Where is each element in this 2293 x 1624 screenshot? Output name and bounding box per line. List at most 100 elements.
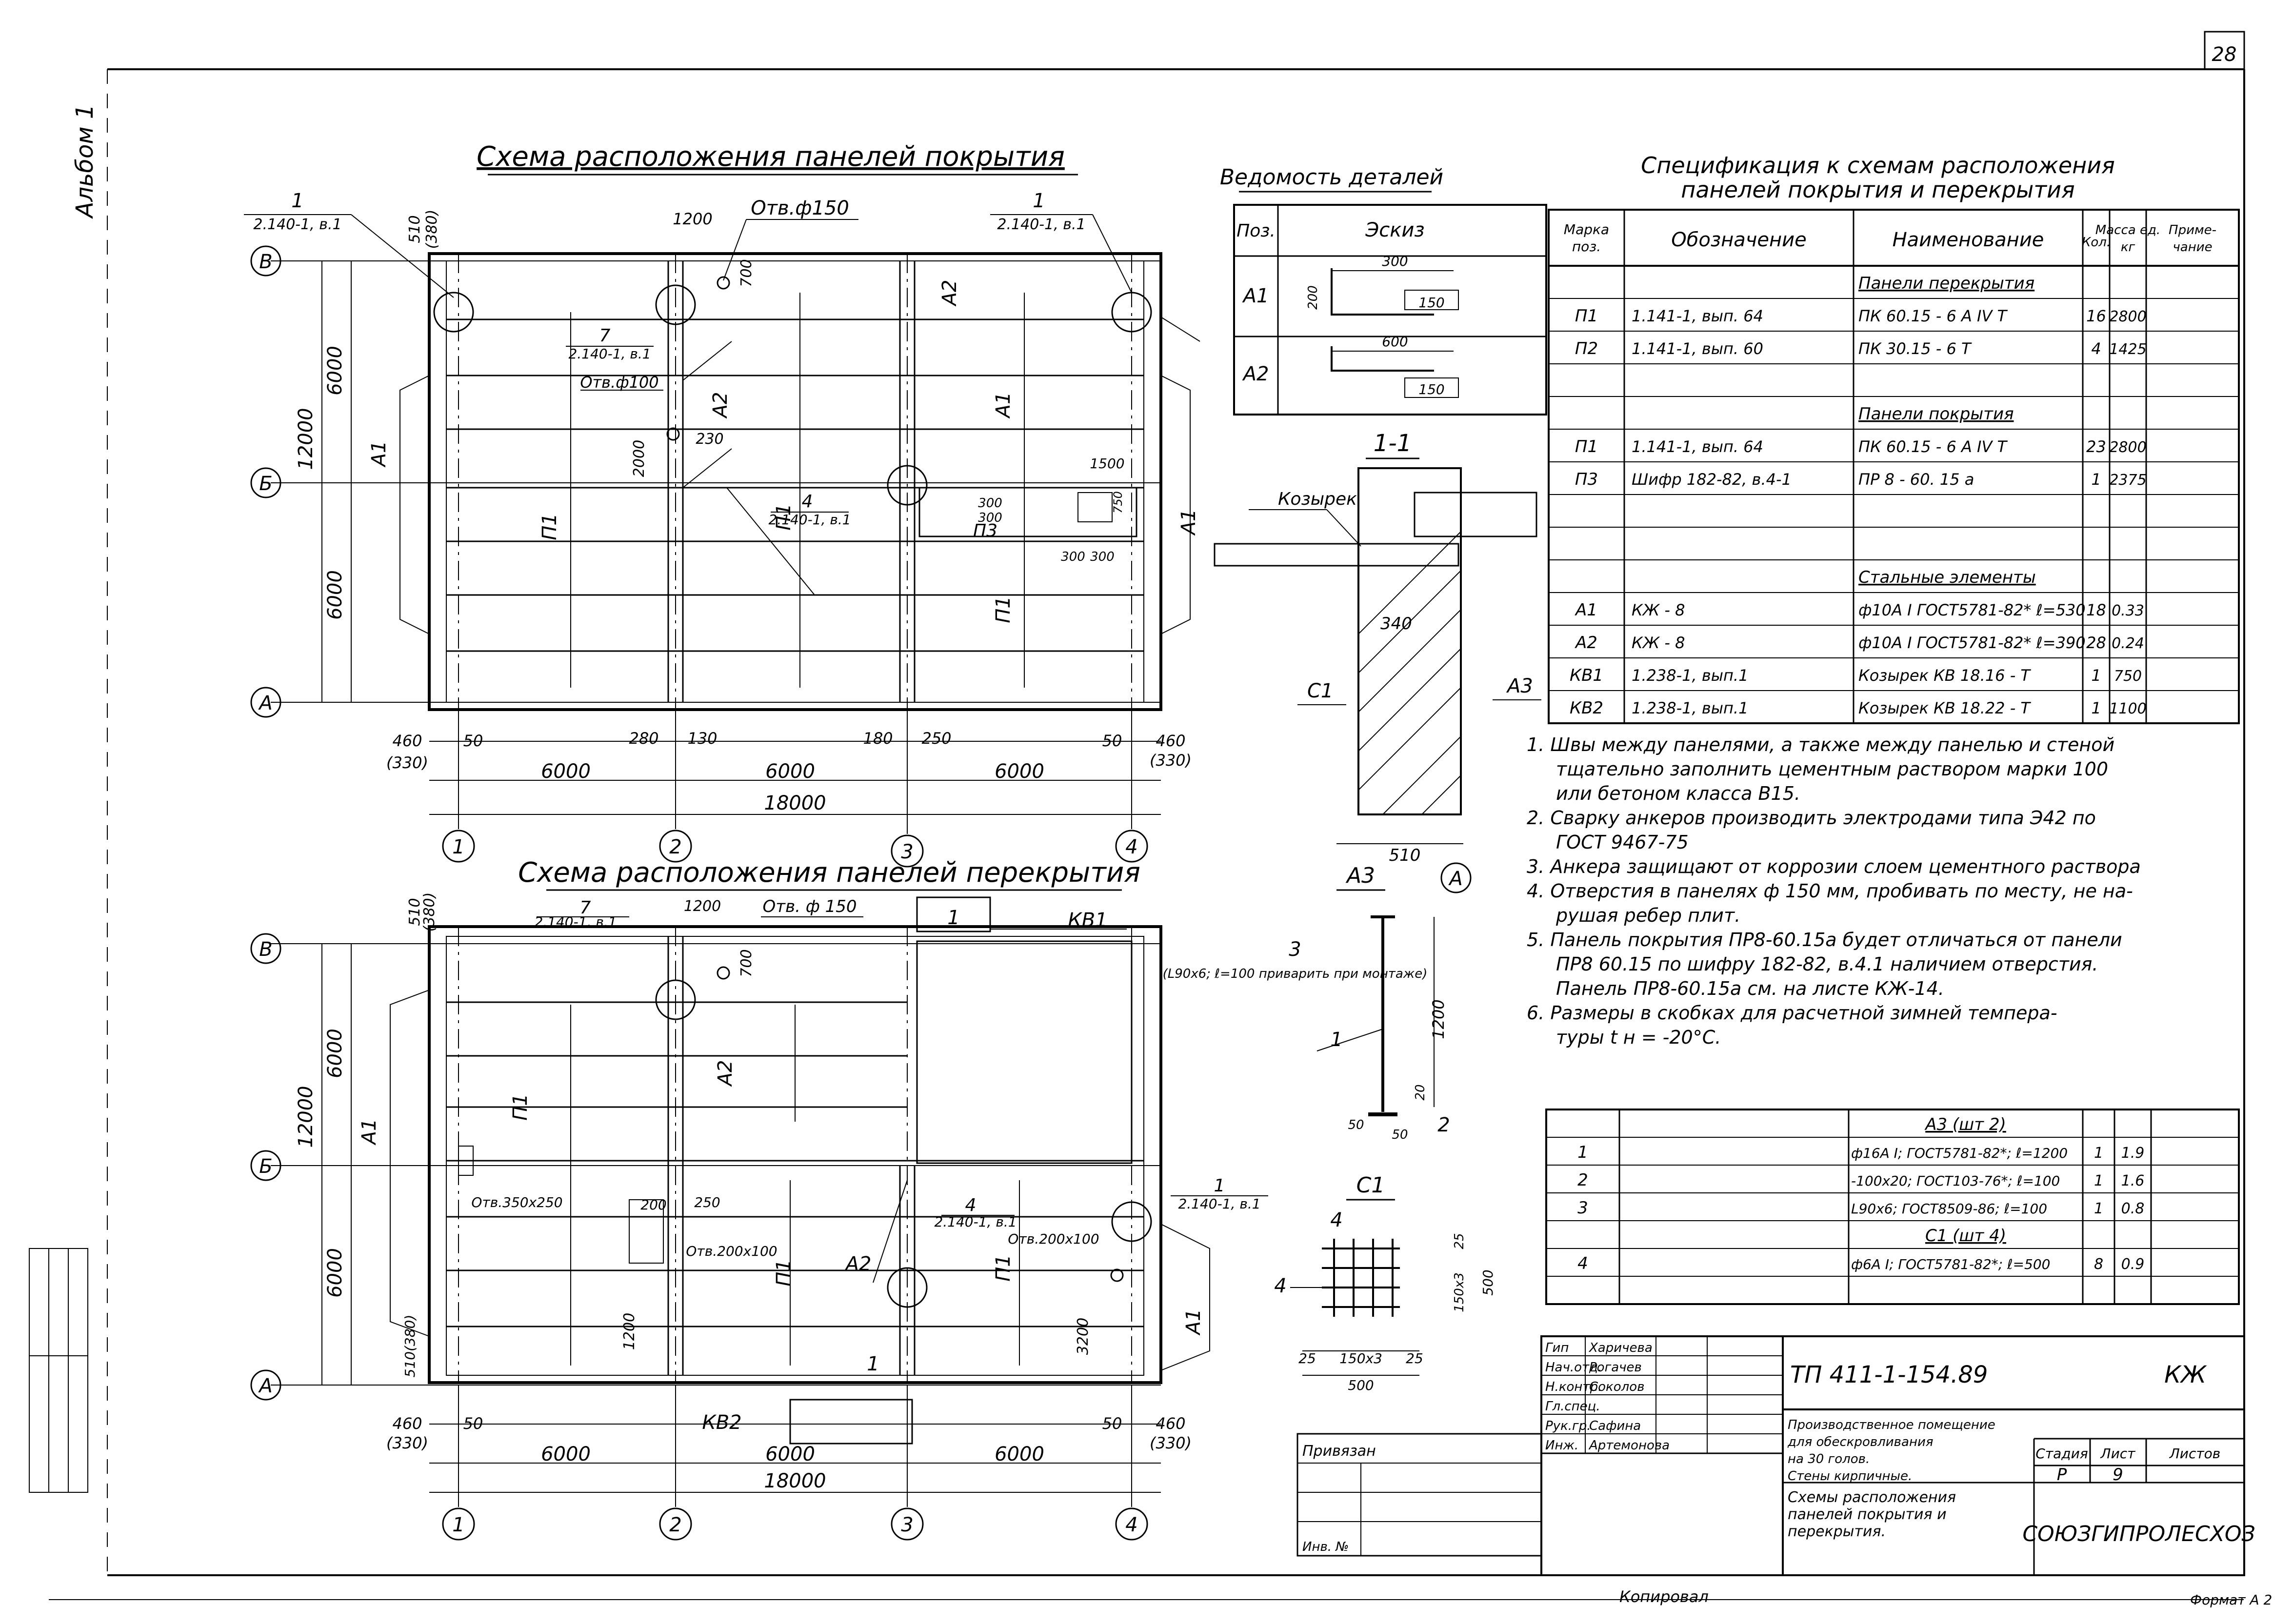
small-spec-name: ф6А I; ГОСТ5781-82*; ℓ=500 — [1851, 1256, 2051, 1272]
floor-ref-4-doc: 2.140-1, в.1 — [934, 1214, 1017, 1230]
small-spec-mass: 0.9 — [2121, 1256, 2145, 1273]
details-col-sketch: Эскиз — [1365, 219, 1424, 241]
spec-header-cell: Масса ед. — [2095, 223, 2160, 238]
spec-cell-name: ПК 60.15 - 6 А IV Т — [1858, 307, 2008, 325]
spec-row: Панели покрытия — [1858, 404, 2014, 424]
a3-dim-50b: 50 — [1392, 1128, 1408, 1142]
roof-dim-250: 250 — [921, 729, 951, 748]
floor-dim-edge-right-alt: (330) — [1150, 1434, 1192, 1452]
c1-dim-25-left: 25 — [1298, 1350, 1316, 1367]
floor-dim-top-left-alt: (380) — [421, 892, 438, 932]
spec-cell-mass: 1100 — [2109, 700, 2146, 717]
roof-dim-280: 280 — [629, 729, 658, 748]
spec-cell-mass: 2800 — [2109, 439, 2146, 456]
floor-kv1: КВ1 — [1068, 909, 1107, 931]
small-spec-mass: 0.8 — [2121, 1200, 2145, 1217]
roof-dim-750: 750 — [1111, 491, 1125, 514]
roof-axis-v-label: В — [259, 251, 272, 273]
roof-plan-title: Схема расположения панелей покрытия — [477, 141, 1065, 173]
tb-role: Н.контр. — [1545, 1380, 1602, 1394]
roof-dim-top-left-alt: (380) — [423, 210, 440, 249]
spec-cell-designation: КЖ - 8 — [1632, 601, 1685, 619]
spec-cell-qty: 23 — [2086, 437, 2106, 456]
floor-axis-b — [250, 1150, 281, 1181]
spec-header-cell: Обозначение — [1671, 229, 1807, 251]
tb-role: Гип — [1545, 1341, 1569, 1355]
spec-cell-mark: П1 — [1575, 437, 1598, 456]
roof-p1-b: П1 — [773, 503, 795, 531]
tb-stage-code: КЖ — [2164, 1361, 2207, 1388]
small-spec-name: ф16А I; ГОСТ5781-82*; ℓ=1200 — [1851, 1145, 2068, 1161]
floor-kv2-box — [789, 1399, 913, 1445]
roof-dim-130: 130 — [687, 729, 717, 748]
spec-cell-mass: 2375 — [2109, 472, 2146, 489]
details-a1-200: 200 — [1306, 285, 1320, 310]
a3-pos2: 2 — [1437, 1114, 1450, 1136]
section-title: 1-1 — [1374, 430, 1412, 457]
floor-wall-outer — [428, 925, 1162, 1384]
spec-cell-qty: 1 — [2091, 666, 2101, 685]
floor-dim-1200: 1200 — [621, 1313, 638, 1350]
floor-a1-right: А1 — [1182, 1309, 1205, 1336]
spec-cell-qty: 1 — [2091, 470, 2101, 489]
roof-p1-a: П1 — [538, 513, 561, 540]
tb-project-3: на 30 голов. — [1788, 1452, 1870, 1466]
tb-project-4: Стены кирпичные. — [1788, 1469, 1912, 1484]
tb-person: Артемонова — [1588, 1438, 1670, 1453]
roof-dim-1500: 1500 — [1090, 456, 1124, 472]
spec-cell-designation: 1.141-1, вып. 64 — [1632, 437, 1763, 456]
spec-cell-designation: 1.238-1, вып.1 — [1632, 699, 1748, 717]
tb-sheet-title-1: Схемы расположения — [1788, 1489, 1956, 1506]
a3-title: А3 — [1345, 863, 1375, 888]
roof-dim-top-left: 510 — [406, 215, 423, 243]
section-a3: А3 — [1506, 675, 1533, 697]
roof-axis-a-label: А — [258, 692, 272, 714]
spec-cell-name: ф10А I ГОСТ5781-82* ℓ=530 — [1858, 601, 2086, 619]
floor-axis-1 — [442, 1507, 475, 1541]
spec-cell-designation: Шифр 182-82, в.4-1 — [1632, 470, 1792, 489]
details-a2-150: 150 — [1418, 381, 1444, 397]
floor-a2-label: А2 — [844, 1253, 872, 1275]
floor-a2-mid: А2 — [714, 1060, 737, 1088]
c1-detail: С1 4 4 25 150х3 25 500 25 150х3 500 — [1274, 1173, 1496, 1393]
spec-cell-qty: 1 — [2091, 699, 2101, 717]
spec-title-line2: панелей покрытия и перекрытия — [1681, 177, 2074, 203]
roof-dim-height: 12000 — [295, 408, 317, 470]
floor-section-mark-top: 1 — [947, 907, 959, 929]
roof-ref-1-left: 1 — [291, 190, 303, 212]
roof-a1-mid: А1 — [992, 392, 1015, 419]
floor-dim-bay1: 6000 — [324, 1029, 346, 1078]
roof-dim-300d: 300 — [1090, 550, 1115, 564]
roof-dim-bay1: 6000 — [324, 346, 346, 396]
roof-dim-span3: 6000 — [995, 760, 1044, 783]
floor-p1-c: П1 — [992, 1254, 1015, 1282]
floor-ref-1-doc: 2.140-1, в.1 — [1178, 1196, 1260, 1212]
spec-cell-qty: 16 — [2086, 307, 2106, 325]
roof-p3-panel — [918, 487, 1137, 537]
floor-section-box — [916, 896, 991, 932]
floor-kv2: КВ2 — [702, 1411, 741, 1434]
floor-dim-left: 510(380) — [402, 1315, 418, 1378]
details-title: Ведомость деталей — [1220, 165, 1443, 190]
floor-dim-1200-top: 1200 — [684, 898, 721, 915]
c1-dim-500-v: 500 — [1480, 1269, 1496, 1295]
spec-header-cell: Кол. — [2082, 235, 2111, 250]
roof-dim-300a: 300 — [978, 496, 1002, 511]
small-spec-mass: 1.9 — [2121, 1145, 2145, 1162]
small-spec-name: L90х6; ГОСТ8509-86; ℓ=100 — [1851, 1201, 2047, 1217]
spec-header-cell: Марка — [1564, 221, 1609, 238]
small-spec-pos: 4 — [1577, 1254, 1588, 1273]
spec-header-cell: чание — [2173, 240, 2212, 255]
roof-ref-doc-left: 2.140-1, в.1 — [253, 216, 341, 233]
spec-header-cell: поз. — [1572, 238, 1601, 255]
spec-cell-mark: КВ2 — [1570, 698, 1603, 718]
tb-sheet-title-2: панелей покрытия и — [1788, 1506, 1947, 1523]
roof-dim-700: 700 — [738, 259, 755, 287]
small-spec-mass: 1.6 — [2121, 1172, 2145, 1189]
small-spec-qty: 1 — [2094, 1172, 2103, 1189]
spec-header-cell: Приме- — [2169, 223, 2216, 238]
roof-ref-doc-right: 2.140-1, в.1 — [997, 216, 1085, 233]
tb-person: Харичева — [1588, 1341, 1653, 1355]
